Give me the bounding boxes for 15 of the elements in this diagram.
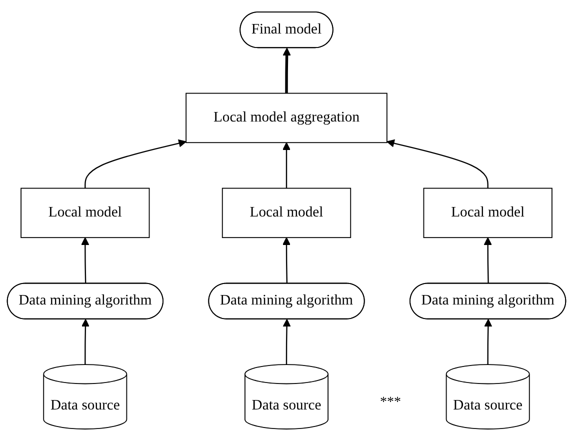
node-box: Local model xyxy=(222,188,352,238)
node-box: Local model xyxy=(20,188,150,238)
ellipsis-note: *** xyxy=(380,395,401,411)
node-box: Local model xyxy=(423,188,552,238)
arrow xyxy=(282,48,291,94)
arrow xyxy=(484,318,492,365)
arrow xyxy=(81,318,90,365)
arrow xyxy=(484,237,492,284)
arrow xyxy=(282,142,291,188)
arrow xyxy=(84,139,186,188)
arrow xyxy=(282,237,291,284)
node-box: Local model aggregation xyxy=(186,92,388,144)
arrow xyxy=(81,237,90,284)
arrow xyxy=(282,318,291,365)
arrow xyxy=(386,139,488,188)
